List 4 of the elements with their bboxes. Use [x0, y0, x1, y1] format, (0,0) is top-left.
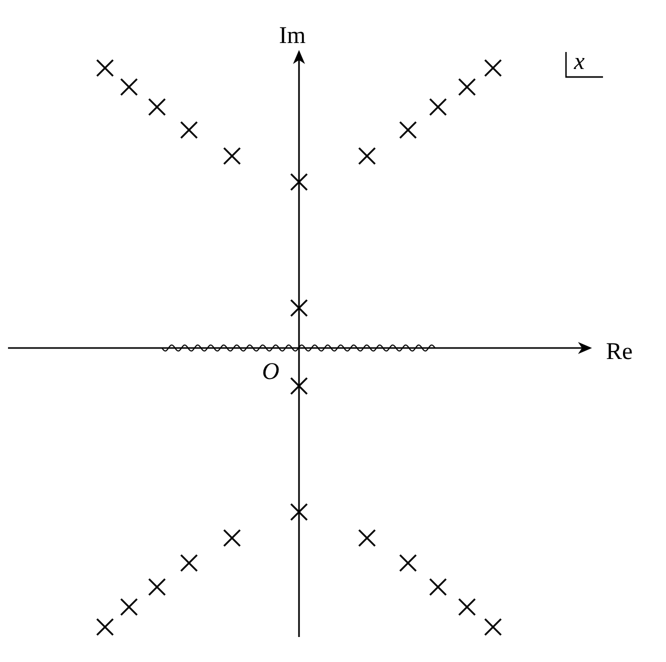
variable-label: x: [574, 50, 585, 74]
origin-label: O: [262, 360, 280, 384]
axis-label: Im: [279, 24, 306, 48]
axis-label: Re: [606, 340, 633, 364]
